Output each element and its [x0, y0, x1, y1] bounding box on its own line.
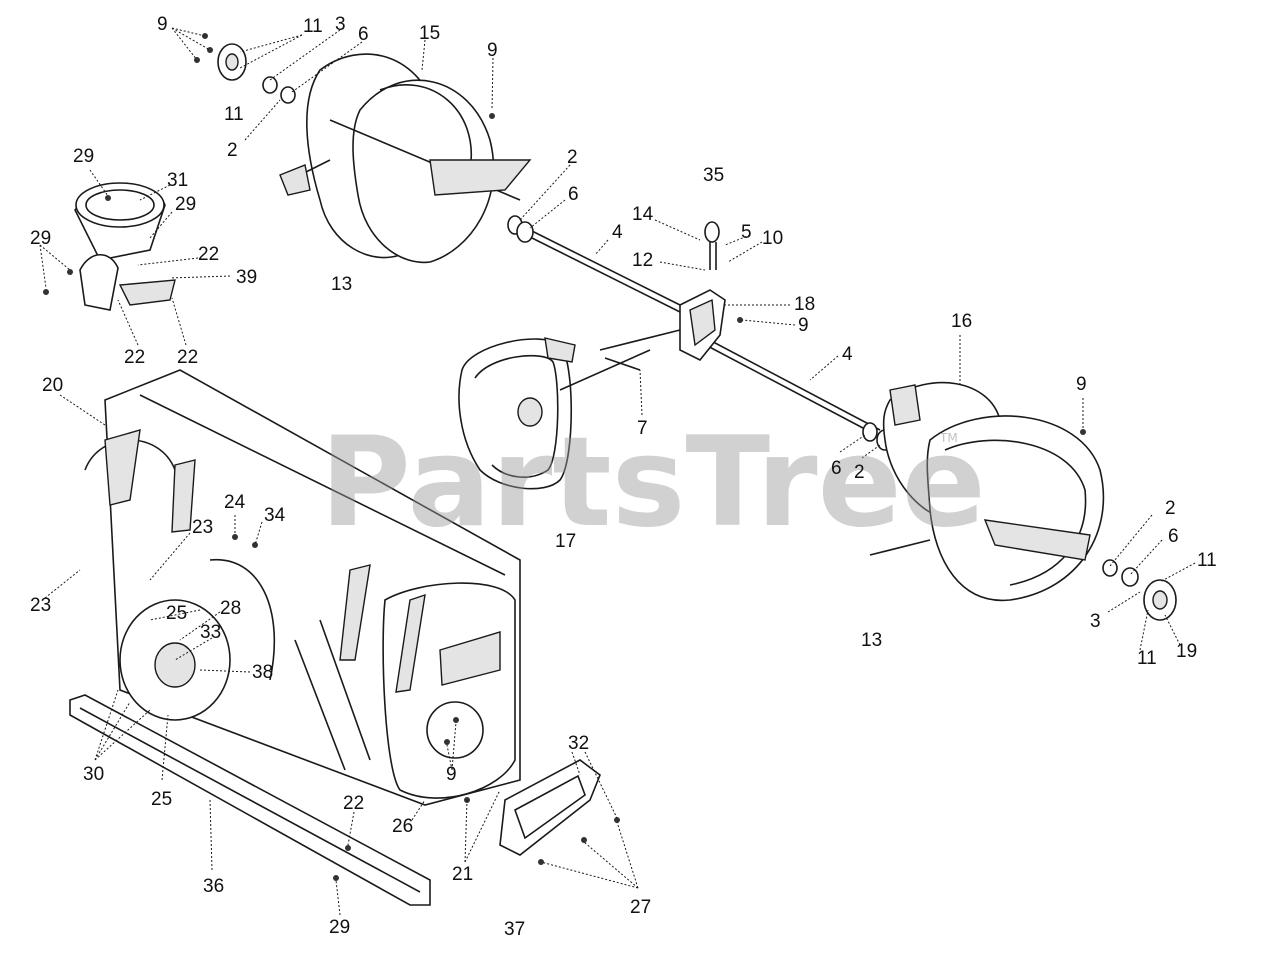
- callout-39: 39: [236, 267, 257, 288]
- callout-23: 23: [30, 595, 51, 616]
- callout-25: 25: [166, 603, 187, 624]
- auger-housing[interactable]: [84, 369, 521, 806]
- callout-28: 28: [220, 598, 241, 619]
- callout-20: 20: [42, 375, 63, 396]
- callout-24: 24: [224, 492, 246, 513]
- callout-25: 25: [151, 789, 172, 810]
- callout-29: 29: [73, 146, 94, 167]
- pulley-plate[interactable]: [458, 329, 681, 490]
- callout-6: 6: [1168, 526, 1179, 547]
- auger-shaft[interactable]: [507, 215, 894, 451]
- callout-labels: 9 11 3 6 15 9 11 2 29 31 29 29 22 39 22 …: [30, 14, 1217, 940]
- watermark-trademark: TM: [939, 431, 958, 445]
- callout-22: 22: [343, 793, 364, 814]
- callout-9: 9: [487, 40, 498, 61]
- flange-bearing-top[interactable]: [217, 43, 296, 104]
- callout-37: 37: [504, 919, 525, 940]
- callout-22: 22: [198, 244, 219, 265]
- callout-5: 5: [741, 222, 752, 243]
- callout-22: 22: [177, 347, 198, 368]
- callout-32: 32: [568, 733, 589, 754]
- callout-9: 9: [157, 14, 168, 35]
- callout-11: 11: [1137, 648, 1157, 669]
- leader-lines: [39, 27, 1196, 916]
- callout-2: 2: [567, 147, 578, 168]
- callout-36: 36: [203, 876, 224, 897]
- callout-23: 23: [192, 517, 213, 538]
- callout-3: 3: [335, 14, 346, 35]
- callout-6: 6: [831, 458, 842, 479]
- callout-26: 26: [392, 816, 413, 837]
- callout-31: 31: [167, 170, 188, 191]
- callout-29: 29: [30, 228, 51, 249]
- callout-6: 6: [358, 24, 369, 45]
- callout-33: 33: [200, 622, 221, 643]
- callout-21: 21: [452, 864, 473, 885]
- scraper-bar[interactable]: [69, 694, 431, 906]
- discharge-chute[interactable]: [74, 182, 176, 311]
- callout-11: 11: [303, 16, 323, 37]
- callout-17: 17: [555, 531, 576, 552]
- callout-9: 9: [798, 315, 809, 336]
- callout-15: 15: [419, 23, 440, 44]
- callout-9: 9: [1076, 374, 1087, 395]
- callout-14: 14: [632, 204, 654, 225]
- callout-13: 13: [331, 274, 352, 295]
- callout-34: 34: [264, 505, 286, 526]
- callout-2: 2: [1165, 498, 1176, 519]
- callout-12: 12: [632, 250, 653, 271]
- callout-2: 2: [854, 462, 865, 483]
- callout-9: 9: [446, 764, 457, 785]
- callout-4: 4: [842, 344, 853, 365]
- callout-2: 2: [227, 140, 238, 161]
- callout-19: 19: [1176, 641, 1197, 662]
- callout-3: 3: [1090, 611, 1101, 632]
- callout-6: 6: [568, 184, 579, 205]
- belt-cover[interactable]: [499, 759, 601, 856]
- callout-27: 27: [630, 897, 651, 918]
- callout-35: 35: [703, 165, 724, 186]
- callout-22: 22: [124, 347, 145, 368]
- callout-7: 7: [637, 418, 648, 439]
- auger-left-assembly[interactable]: [279, 53, 532, 264]
- auger-right-assembly[interactable]: [869, 381, 1105, 602]
- callout-10: 10: [762, 228, 783, 249]
- flange-bearing-right[interactable]: [1102, 559, 1177, 621]
- callout-11: 11: [224, 104, 244, 125]
- callout-29: 29: [175, 194, 196, 215]
- callout-16: 16: [951, 311, 972, 332]
- callout-4: 4: [612, 222, 623, 243]
- callout-11: 11: [1197, 550, 1217, 571]
- callout-29: 29: [329, 917, 350, 938]
- callout-30: 30: [83, 764, 104, 785]
- callout-38: 38: [252, 662, 273, 683]
- callout-13: 13: [861, 630, 882, 651]
- watermark-logo: PartsTree: [320, 411, 986, 555]
- gearbox[interactable]: [679, 221, 726, 362]
- callout-18: 18: [794, 294, 815, 315]
